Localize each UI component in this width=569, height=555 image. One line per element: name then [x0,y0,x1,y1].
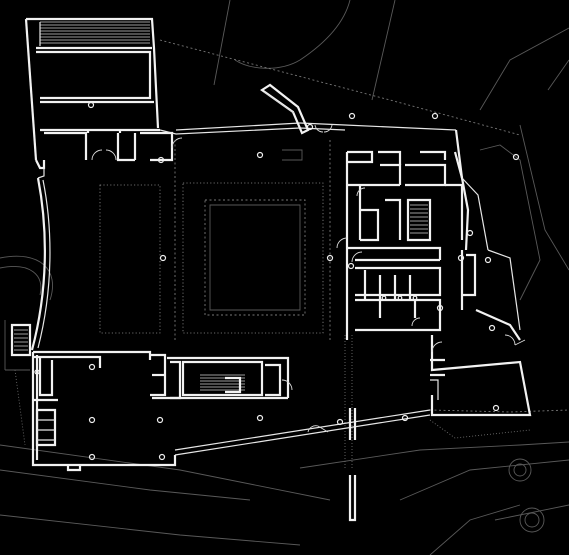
east-gallery-wing [461,153,526,412]
east-service-block [336,150,477,340]
south-east-room [430,335,532,417]
central-hall [99,140,444,340]
north-edge [159,83,464,179]
north-west-wing [24,17,183,170]
south-west-wing [31,350,293,472]
west-facade [4,168,51,371]
south-edge [174,408,431,522]
